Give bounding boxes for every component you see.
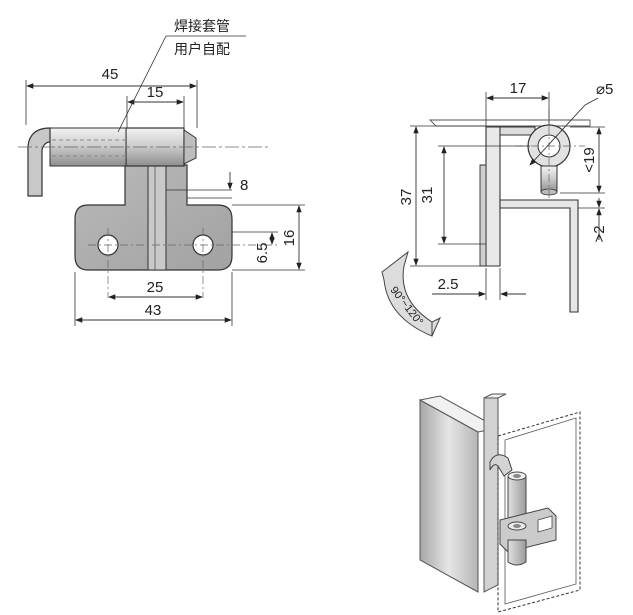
iso-pin-handle: [489, 454, 513, 477]
dim-6-5: 6.5: [254, 243, 271, 264]
dim-43: 43: [145, 302, 162, 319]
dim-16: 16: [281, 230, 298, 247]
iso-wall-strip: [483, 397, 499, 593]
isometric-view: [418, 393, 581, 613]
side-vertical-plate: [485, 126, 501, 267]
fold-strip: [147, 164, 167, 271]
dim-17: 17: [510, 80, 527, 97]
dim-15: 15: [147, 84, 164, 101]
dim-lt-19: <19: [581, 147, 598, 172]
iso-wall-left: [419, 399, 479, 593]
iso-door-panel: [497, 411, 581, 613]
note-line-1: 焊接套管: [174, 18, 230, 35]
lower-bracket: [499, 199, 579, 313]
upper-bracket: [499, 126, 536, 136]
dim-45: 45: [102, 66, 119, 83]
note-line-2: 用户自配: [174, 41, 230, 58]
pin-handle: [27, 127, 51, 197]
dim-gt-2: >2: [591, 225, 608, 242]
dim-31: 31: [419, 187, 436, 204]
dim-2-5: 2.5: [438, 276, 459, 293]
dim-25: 25: [147, 279, 164, 296]
dim-37: 37: [398, 189, 415, 206]
front-view: 45 15 焊接套管 用户自配 8 6.5 16 25 43: [18, 18, 305, 326]
dim-dia-5: ⌀5: [596, 81, 613, 98]
dim-8: 8: [240, 177, 248, 194]
side-view: ⌀5 17 37 31 <19 >2 2.5 90°~120°: [381, 80, 613, 337]
